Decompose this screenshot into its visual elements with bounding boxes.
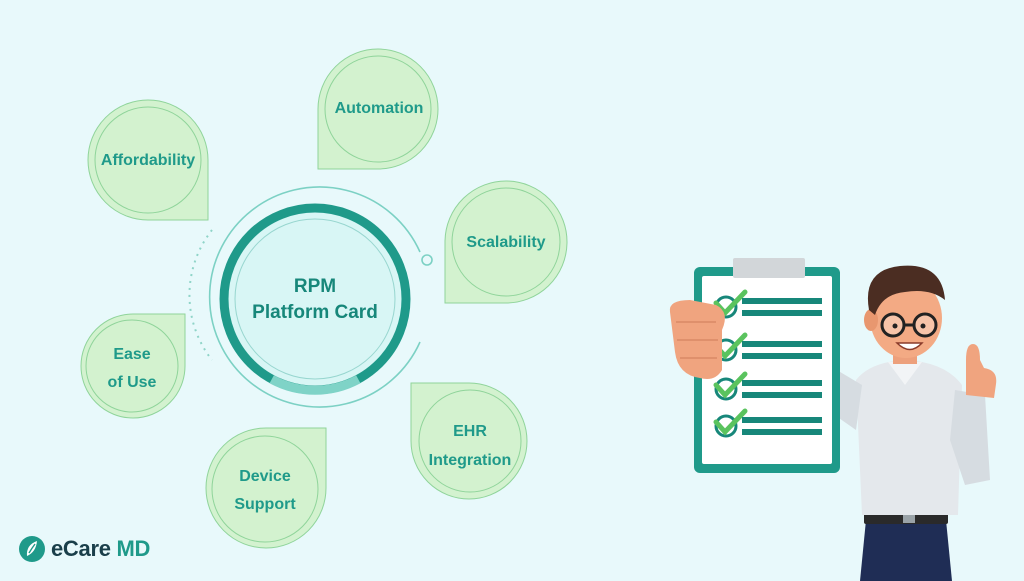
bubble-label-ehr-line1: EHR <box>453 423 487 440</box>
man-right-arm <box>950 390 990 485</box>
bubble-ease-of-use: Ease of Use <box>80 313 186 419</box>
bubble-label-device-line2: Support <box>234 496 296 513</box>
bubble-label-scalability: Scalability <box>466 234 545 251</box>
hub-ring-segment <box>269 375 361 395</box>
bubble-scalability: Scalability <box>444 180 568 304</box>
bubble-label-ease-line2: of Use <box>108 374 157 391</box>
factor-bubbles: Affordability Automation Scalability Eas… <box>80 48 568 549</box>
hub-dotted-arc <box>188 229 213 361</box>
hub: RPM Platform Card <box>188 186 433 408</box>
man-trousers <box>860 520 952 581</box>
man-shirt <box>856 360 962 515</box>
clipboard-clip <box>733 258 805 278</box>
check-circle-icon <box>714 414 738 438</box>
hub-outer-ring <box>208 186 421 408</box>
man-head <box>870 278 942 358</box>
checkmark-icon <box>713 408 748 436</box>
checklist-item <box>713 371 822 401</box>
man-hair <box>867 265 945 315</box>
man-with-checklist-illustration <box>669 258 997 581</box>
checkmark-icon <box>713 289 748 317</box>
brand-logo: eCare MD <box>18 535 150 563</box>
bubble-ehr-integration: EHR Integration <box>410 382 528 500</box>
brand-name: eCare MD <box>51 536 150 562</box>
bubble-label-ease-line1: Ease <box>113 346 150 363</box>
hub-ring-dot <box>421 254 433 266</box>
thumbs-up-hand-icon <box>966 344 997 398</box>
hub-title-line2: Platform Card <box>252 302 378 323</box>
bubble-label-ehr-line2: Integration <box>429 452 512 469</box>
bubble-label-affordability: Affordability <box>101 152 195 169</box>
hub-title-line1: RPM <box>294 276 336 297</box>
glasses-icon <box>880 312 938 338</box>
brand-name-part2: MD <box>116 536 151 561</box>
bubble-label-automation: Automation <box>335 100 424 117</box>
checkmark-icon <box>713 371 748 399</box>
bubble-device-support: Device Support <box>205 427 327 549</box>
bubble-automation: Automation <box>317 48 439 170</box>
brand-name-part1: eCare <box>51 536 111 561</box>
hub-inner-ring <box>234 218 396 380</box>
bubble-affordability: Affordability <box>87 99 209 221</box>
bubble-label-device-line1: Device <box>239 468 291 485</box>
hub-main-ring <box>219 203 411 395</box>
check-circle-icon <box>714 377 738 401</box>
checklist-item <box>713 408 822 438</box>
ecare-leaf-icon <box>19 536 45 562</box>
